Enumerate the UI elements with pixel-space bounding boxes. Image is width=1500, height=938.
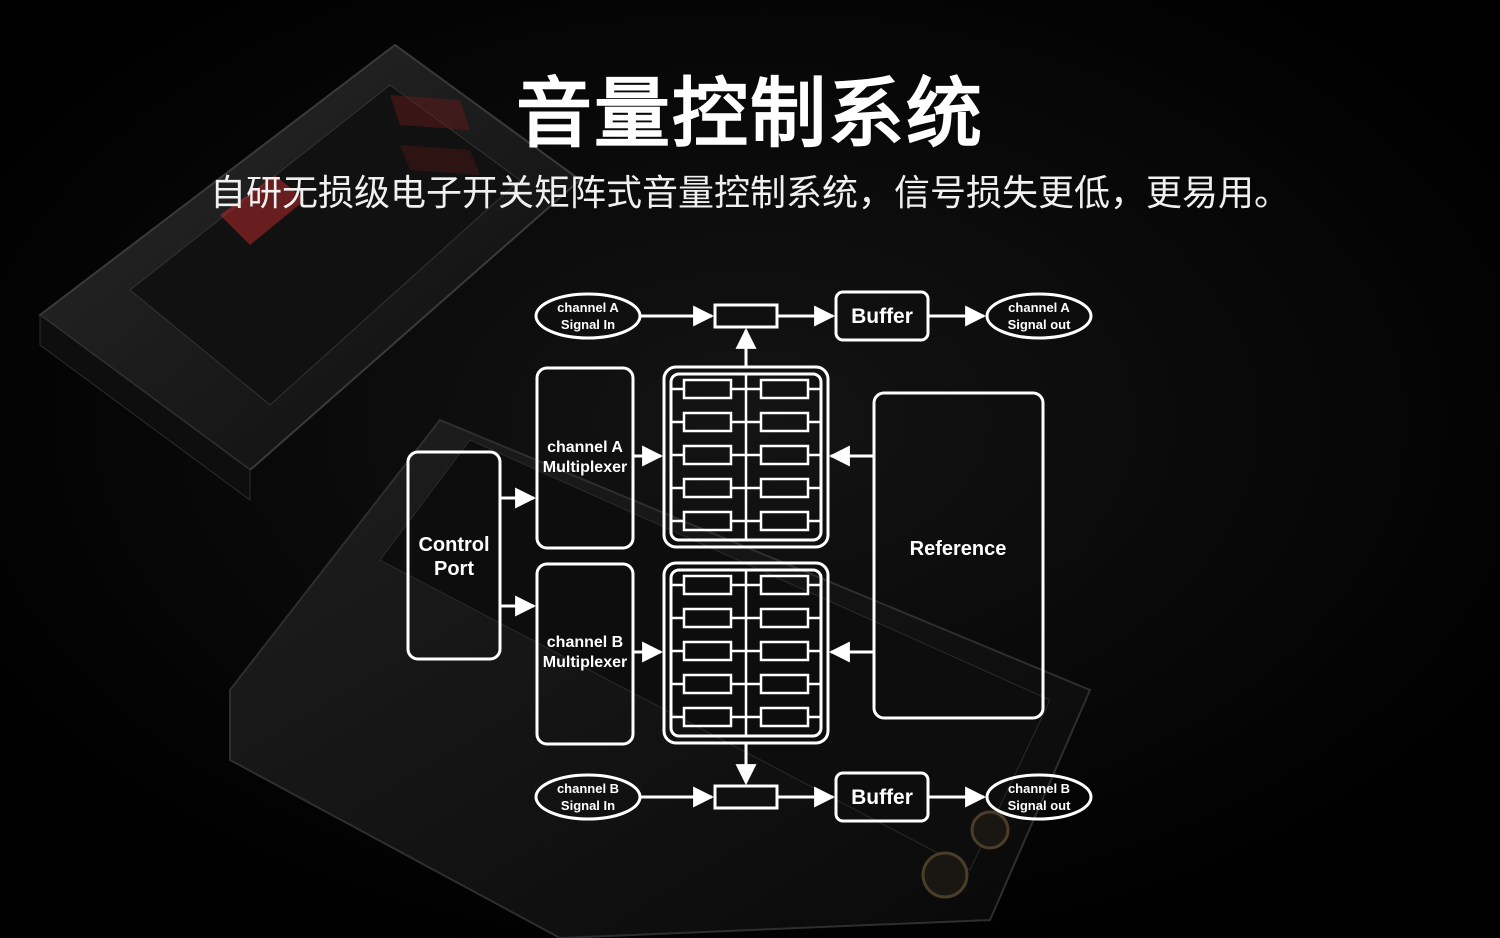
buffer-bottom-box [834, 771, 930, 823]
resistor-element [759, 607, 810, 629]
channel-a-in-label-1: channel A [557, 300, 619, 315]
channel-a-signal-in-node [534, 292, 642, 340]
channel-b-mux-label-1: channel B [547, 634, 623, 651]
channel-b-summing-node [713, 784, 779, 810]
reference-box [872, 391, 1045, 720]
resistor-element [759, 411, 810, 433]
channel-b-signal-out-node [985, 773, 1093, 821]
resistor-element [682, 444, 733, 466]
resistor-element [682, 640, 733, 662]
screen-album-art [220, 175, 305, 245]
resistor-element [682, 411, 733, 433]
player-screen [129, 84, 521, 406]
channel-b-in-label-2: Signal In [561, 798, 615, 813]
resistor-element [759, 477, 810, 499]
resistor-element [682, 673, 733, 695]
resistor-element [682, 574, 733, 596]
channel-a-mux-label-2: Multiplexer [543, 459, 627, 476]
resistor-element [682, 378, 733, 400]
channel-a-out-label-1: channel A [1008, 300, 1070, 315]
channel-a-summing-node [713, 303, 779, 329]
channel-a-out-label-2: Signal out [1008, 317, 1072, 332]
resistor-element [759, 640, 810, 662]
channel-b-mux-label-2: Multiplexer [543, 654, 627, 671]
channel-a-mux-label-1: channel A [547, 439, 623, 456]
control-port-label-1: Control [418, 534, 489, 556]
channel-b-in-label-1: channel B [557, 781, 619, 796]
channel-a-in-label-2: Signal In [561, 317, 615, 332]
resistor-element [759, 574, 810, 596]
buffer-top-box [834, 290, 930, 342]
resistor-element [759, 673, 810, 695]
buffer-bottom-label: Buffer [851, 786, 913, 809]
channel-b-multiplexer-box [535, 562, 635, 746]
channel-a-multiplexer-box [535, 366, 635, 550]
page-title: 音量控制系统 [516, 69, 984, 158]
resistor-element [682, 607, 733, 629]
resistor-element [759, 510, 810, 532]
reference-label: Reference [910, 538, 1007, 560]
buffer-top-label: Buffer [851, 305, 913, 328]
control-port-label-2: Port [434, 558, 474, 580]
resistor-element [759, 444, 810, 466]
channel-b-out-label-2: Signal out [1008, 798, 1072, 813]
resistor-element [759, 706, 810, 728]
channel-a-signal-out-node [985, 292, 1093, 340]
control-port-box [406, 450, 502, 661]
channel-b-out-label-1: channel B [1008, 781, 1070, 796]
resistor-element [682, 510, 733, 532]
page-subtitle: 自研无损级电子开关矩阵式音量控制系统，信号损失更低，更易用。 [209, 173, 1290, 214]
resistor-element [682, 477, 733, 499]
resistor-element [759, 378, 810, 400]
resistor-element [682, 706, 733, 728]
channel-b-signal-in-node [534, 773, 642, 821]
